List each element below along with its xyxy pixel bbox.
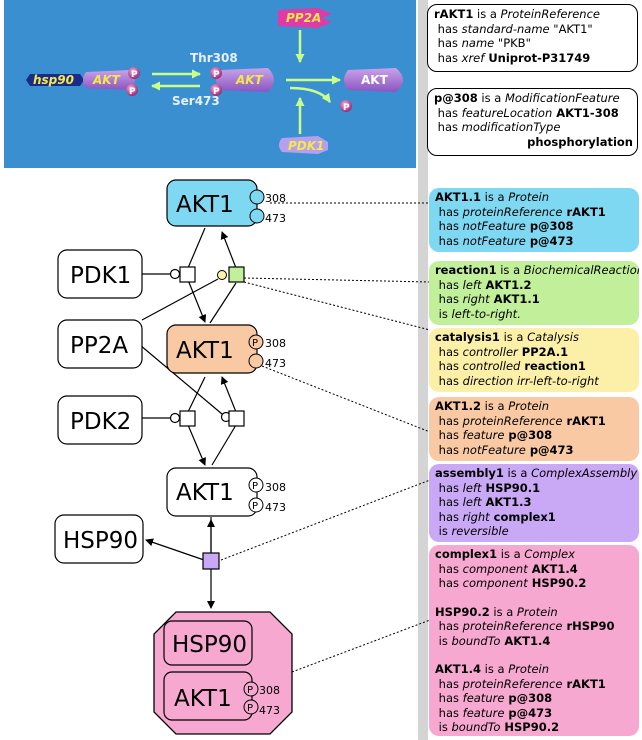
svg-text:P: P bbox=[252, 501, 258, 512]
svg-text:P: P bbox=[131, 70, 138, 80]
svg-text:P: P bbox=[213, 70, 220, 80]
process-node bbox=[228, 410, 245, 427]
svg-text:473: 473 bbox=[265, 501, 286, 514]
diagram-edges bbox=[139, 227, 237, 609]
svg-text:hsp90: hsp90 bbox=[33, 73, 74, 87]
svg-text:AKT: AKT bbox=[235, 73, 264, 87]
svg-text:PDK1: PDK1 bbox=[70, 263, 131, 289]
assembly-process-node bbox=[202, 552, 220, 570]
process-node bbox=[179, 266, 196, 283]
reaction1-process-node bbox=[228, 266, 245, 283]
pp2a-node: PP2A bbox=[57, 319, 143, 369]
svg-text:P: P bbox=[252, 338, 258, 349]
svg-text:308: 308 bbox=[259, 684, 280, 697]
akt-phosphorylated-cartoon: AKT P P bbox=[210, 67, 274, 97]
pdk2-node: PDK2 bbox=[57, 395, 143, 445]
svg-text:PP2A: PP2A bbox=[286, 11, 321, 25]
svg-text:AKT1: AKT1 bbox=[176, 338, 234, 364]
svg-text:308: 308 bbox=[265, 481, 286, 494]
svg-text:308: 308 bbox=[265, 337, 286, 350]
akt1-unphosphorylated-node: AKT1 308 473 bbox=[166, 179, 286, 227]
pdk1-cartoon: PDK1 bbox=[279, 136, 328, 154]
svg-text:P: P bbox=[247, 703, 253, 714]
complex1-description-box: complex1 is a Complex has component AKT1… bbox=[429, 545, 639, 736]
svg-text:473: 473 bbox=[265, 212, 286, 225]
assembly1-description-box: assembly1 is a ComplexAssembly has left … bbox=[429, 464, 639, 542]
pp2a-cartoon: PP2A bbox=[278, 8, 332, 28]
akt1-p308-node: AKT1 P 308 473 bbox=[166, 324, 286, 374]
svg-text:P: P bbox=[213, 87, 220, 97]
ser473-label: Ser473 bbox=[172, 94, 220, 108]
svg-text:473: 473 bbox=[265, 357, 286, 370]
catalysis1-description-box: catalysis1 is a Catalysis has controller… bbox=[429, 328, 639, 392]
akt-cartoon: AKT bbox=[344, 68, 403, 92]
pdk1-node: PDK1 bbox=[57, 249, 143, 299]
svg-text:PP2A: PP2A bbox=[70, 333, 128, 359]
akt-phosphorylated-cartoon: AKT P P bbox=[83, 67, 140, 97]
svg-text:PDK1: PDK1 bbox=[288, 139, 324, 153]
svg-text:AKT1: AKT1 bbox=[176, 480, 234, 506]
svg-text:AKT1: AKT1 bbox=[176, 192, 234, 218]
akt1-p308-p473-node: AKT1 P P 308 473 bbox=[166, 467, 286, 517]
svg-text:HSP90: HSP90 bbox=[172, 632, 247, 658]
akt11-description-box: AKT1.1 is a Protein has proteinReference… bbox=[429, 188, 639, 252]
rakt1-description-box: rAKT1 is a ProteinReference has standard… bbox=[427, 4, 638, 72]
reaction1-description-box: reaction1 is a BiochemicalReaction has l… bbox=[429, 261, 639, 325]
hsp90-node: HSP90 bbox=[54, 514, 144, 564]
svg-text:HSP90: HSP90 bbox=[63, 528, 138, 554]
cartoon-arrow bbox=[289, 86, 332, 103]
svg-text:P: P bbox=[343, 103, 350, 113]
svg-text:P: P bbox=[129, 87, 136, 97]
hsp90-cartoon: hsp90 bbox=[26, 73, 84, 87]
svg-text:AKT: AKT bbox=[361, 73, 389, 87]
svg-text:308: 308 bbox=[265, 192, 286, 205]
svg-text:PDK2: PDK2 bbox=[70, 409, 131, 435]
svg-text:AKT1: AKT1 bbox=[174, 686, 232, 712]
sbgn-diagram: AKT1 308 473 AKT1 P 308 473 AKT1 P P 308… bbox=[54, 179, 431, 735]
annotation-connectors bbox=[220, 202, 431, 673]
svg-text:473: 473 bbox=[259, 704, 280, 717]
catalysis-node bbox=[217, 270, 227, 280]
sidebar-divider bbox=[418, 0, 428, 740]
phosphate-ball bbox=[340, 100, 352, 112]
svg-text:P: P bbox=[247, 685, 253, 696]
svg-text:P: P bbox=[252, 481, 258, 492]
akt12-description-box: AKT1.2 is a Protein has proteinReference… bbox=[429, 397, 639, 461]
p308-description-box: p@308 is a ModificationFeature has featu… bbox=[427, 88, 638, 156]
cartoon-panel: hsp90 AKT P P Thr308 Ser473 AKT P P bbox=[4, 0, 416, 168]
svg-text:AKT: AKT bbox=[92, 73, 121, 87]
hsp90-akt1-complex-node: HSP90 AKT1 P P 308 473 bbox=[153, 611, 293, 735]
thr308-label: Thr308 bbox=[190, 51, 238, 65]
process-node bbox=[179, 410, 196, 427]
